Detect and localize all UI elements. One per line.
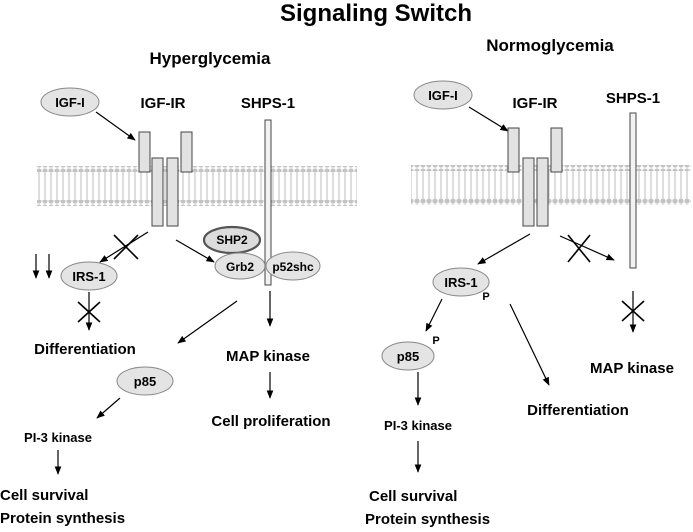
grb2-node (214, 252, 266, 280)
block-mark-mapk (621, 300, 645, 322)
p85-to-pi3k-arrow-left (96, 397, 121, 419)
igf-ir-label-right: IGF-IR (513, 95, 558, 112)
block-mark-differentiation (77, 301, 101, 323)
shp2-node (202, 225, 262, 255)
hyperglycemia-panel: Hyperglycemia IGF-I IGF-IR SHPS-1 SHP2 G… (0, 49, 357, 527)
block-mark-shps1 (567, 234, 591, 263)
p85-phosphate-label: P (432, 335, 439, 347)
igfr-to-shps1-blocked-arrow (559, 235, 615, 261)
irs-1-label-right: IRS-1 (444, 275, 477, 290)
decrease-arrows (32, 254, 53, 279)
p85-node-right (381, 341, 435, 371)
shps-1-label-right: SHPS-1 (606, 90, 660, 107)
irs1-to-differentiation-arrow-right (509, 303, 550, 386)
grb2-label: Grb2 (226, 260, 254, 274)
block-mark-irs1 (113, 234, 139, 260)
map-kinase-label-left: MAP kinase (226, 348, 310, 365)
igf-i-ligand-right (413, 80, 473, 110)
map-kinase-label-right: MAP kinase (590, 360, 674, 377)
protein-synthesis-label-right: Protein synthesis (365, 511, 490, 528)
normoglycemia-panel: Normoglycemia IGF-I IGF-IR SHPS-1 (365, 36, 691, 528)
p85-label-right: p85 (397, 349, 419, 364)
igfr-to-irs1-blocked-arrow (99, 231, 149, 263)
pi3-kinase-label-left: PI-3 kinase (24, 430, 92, 445)
pi3-kinase-label-right: PI-3 kinase (384, 418, 452, 433)
irs-1-phosphate-label: P (482, 291, 489, 303)
igf-i-ligand-left (40, 87, 100, 117)
differentiation-label-right: Differentiation (527, 402, 629, 419)
igf-ir-label-left: IGF-IR (141, 95, 186, 112)
shps-1-label-left: SHPS-1 (241, 95, 295, 112)
igfr-to-irs1-arrow (477, 233, 531, 265)
irs-1-label-left: IRS-1 (72, 269, 105, 284)
shp2-label: SHP2 (216, 233, 248, 247)
differentiation-label-left: Differentiation (34, 341, 136, 358)
normoglycemia-heading: Normoglycemia (486, 36, 614, 55)
p85-label-left: p85 (134, 374, 156, 389)
igf-binding-arrow-right (468, 106, 509, 132)
cell-survival-label-right: Cell survival (369, 488, 457, 505)
igfr-to-grb2-arrow (175, 239, 215, 263)
irs-1-node-right (432, 267, 490, 297)
irs1-to-p85-arrow (425, 298, 443, 332)
p85-node-left (116, 366, 174, 396)
complex-to-p85-arrow (177, 300, 238, 344)
p52shc-node (265, 251, 321, 281)
cell-membrane-left (37, 166, 357, 206)
irs-1-node-left (60, 261, 118, 291)
diagram-title: Signaling Switch (280, 0, 472, 27)
shps-1-receptor-right (629, 112, 637, 269)
p52shc-label: p52shc (272, 260, 314, 274)
igf-i-label-right: IGF-I (428, 88, 458, 103)
igf-ir-receptor-left (138, 131, 193, 227)
igf-i-label-left: IGF-I (55, 95, 85, 110)
cell-proliferation-label: Cell proliferation (211, 413, 330, 430)
igf-binding-arrow-left (95, 111, 136, 141)
shps-1-receptor-left (264, 119, 272, 286)
igf-ir-receptor-right (507, 127, 563, 227)
hyperglycemia-heading: Hyperglycemia (150, 49, 271, 68)
cell-survival-label-left: Cell survival (0, 487, 88, 504)
protein-synthesis-label-left: Protein synthesis (0, 510, 125, 527)
